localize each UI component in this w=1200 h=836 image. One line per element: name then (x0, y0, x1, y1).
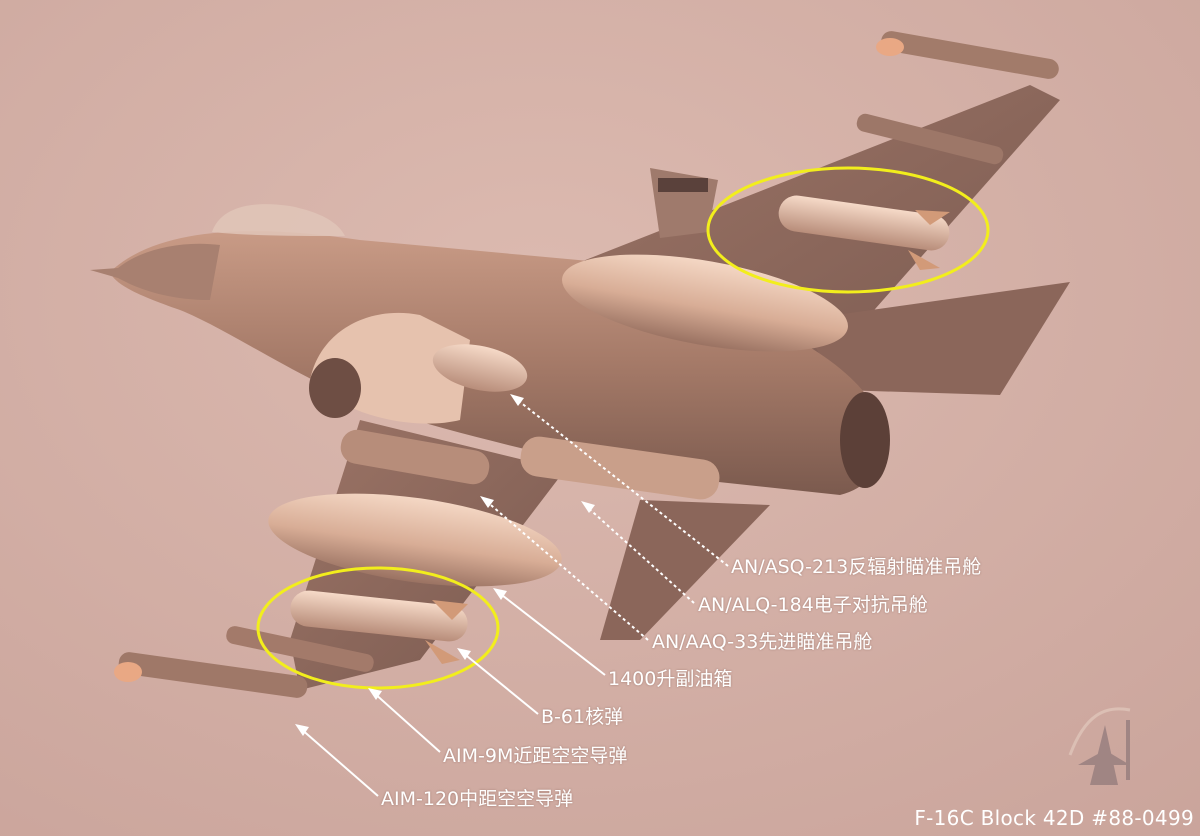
b61-left-fin-low (425, 640, 460, 664)
arrowhead-aaq33 (480, 496, 494, 508)
arrowhead-b61 (457, 648, 471, 660)
tail-band (658, 178, 708, 192)
aaq33-pod-shape (340, 429, 490, 485)
left-stabilizer (600, 500, 770, 640)
label-tank1400: 1400升副油箱 (608, 668, 733, 690)
label-asq213: AN/ASQ-213反辐射瞄准吊舱 (731, 556, 982, 578)
arrowhead-alq184 (581, 501, 595, 513)
label-aaq33: AN/AAQ-33先进瞄准吊舱 (652, 631, 873, 653)
photographer-logo-icon (1068, 707, 1131, 785)
aim120-left-shape (118, 652, 308, 698)
b61-left-fin (432, 600, 468, 620)
intake-lip (309, 358, 361, 418)
arrow-b61 (461, 651, 539, 715)
nose-cone (90, 243, 220, 300)
arrow-tank (497, 591, 606, 676)
engine-nozzle (840, 392, 890, 488)
left-fuel-tank (268, 493, 562, 587)
highlight-ellipse-right (706, 166, 990, 294)
aim120-right-shape (881, 31, 1059, 79)
right-stabilizer (800, 282, 1070, 395)
label-b61: B-61核弹 (541, 706, 624, 728)
highlight-ellipse-left (256, 566, 500, 690)
aim9m-right-shape (856, 113, 1004, 165)
aim120-right-seeker (876, 38, 904, 56)
arrowhead-aim120 (295, 724, 309, 736)
b61-left-shape (290, 590, 468, 642)
asq213-pod-shape (432, 344, 528, 392)
b61-right-fin (915, 210, 950, 225)
arrow-aim120 (299, 727, 379, 797)
arrowhead-tank (493, 588, 507, 600)
arrowhead-asq213 (510, 394, 524, 406)
label-aim9m: AIM-9M近距空空导弹 (443, 745, 628, 767)
label-aim120: AIM-120中距空空导弹 (381, 788, 574, 810)
alq184-pod-shape (520, 436, 720, 500)
photo-caption: F-16C Block 42D #88-0499 (914, 806, 1194, 830)
aim9m-left-shape (226, 626, 374, 672)
right-fuel-tank (562, 254, 848, 352)
b61-right-fin-low (908, 250, 940, 270)
arrow-aim9m (372, 691, 441, 753)
arrow-alq184 (585, 505, 695, 604)
arrowhead-aim9m (368, 688, 382, 700)
b61-right-shape (778, 195, 950, 251)
canopy (212, 204, 345, 236)
label-alq184: AN/ALQ-184电子对抗吊舱 (698, 594, 928, 616)
aim120-left-seeker (114, 662, 142, 682)
